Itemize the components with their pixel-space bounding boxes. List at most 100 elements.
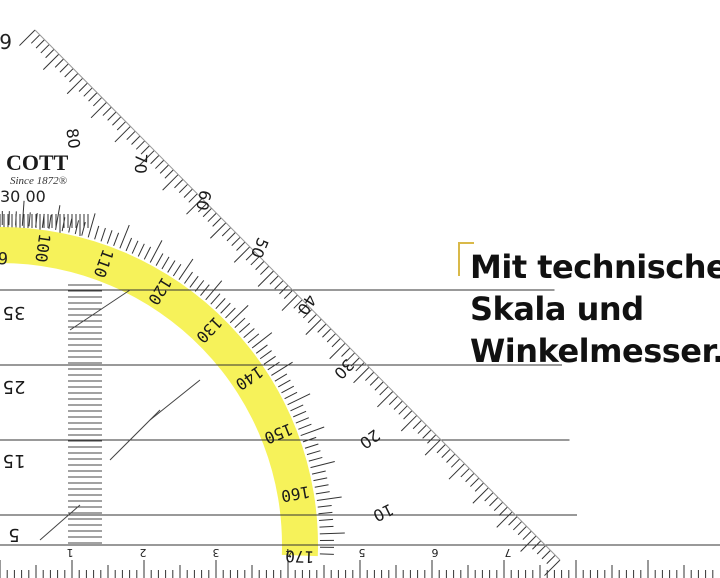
arc-tick [293,410,307,418]
arc-tick [131,240,139,254]
hypotenuse-tick [245,251,255,261]
caption-line-1: Mit technischer [470,248,720,286]
hypotenuse-tick [19,29,36,46]
arc-tick [295,417,309,424]
hypotenuse-tick [221,227,232,237]
arc-tick [263,355,276,365]
arc-tick [225,307,236,319]
arc-tick [125,237,133,252]
hypotenuse-tick [140,145,150,155]
arc-tick [184,271,193,284]
hypotenuse-tick [126,130,136,141]
hypotenuse-tick [66,77,84,95]
bottom-scale-label: 6 [432,546,439,559]
hypotenuse-tick [159,164,169,174]
arc-tick [310,461,335,469]
arc-tick [113,232,120,247]
arc-tick [267,361,280,371]
hypotenuse-tick [377,391,394,408]
hypotenuse-tick [54,58,64,68]
arc-tick [167,260,176,273]
top-corner-digit: 6 [0,29,12,53]
arc-tick [238,322,251,333]
hypotenuse-scale-lines [0,29,720,561]
arc-tick [313,477,328,482]
arc-tick [94,225,100,240]
hypotenuse-tick [188,193,198,203]
hypotenuse-tick [210,222,227,239]
hypotenuse-tick [522,530,532,540]
hypotenuse-tick [257,270,274,287]
arc-tick [315,491,330,495]
arc-tick [149,240,163,263]
hypotenuse-tick [40,44,50,54]
hypotenuse-tick [283,289,294,300]
hypotenuse-tick [298,304,308,314]
hypotenuse-tick [250,256,260,266]
caption-accent-bracket [458,242,474,276]
protractor-partial-label: 6 [0,247,8,267]
hypotenuse-tick [365,371,375,381]
arc-tick [161,256,170,270]
hatch-line [39,504,81,541]
hypotenuse-tick [114,126,131,143]
hypotenuse-tick [400,415,418,432]
tick-marks [0,29,714,578]
hypotenuse-tick [353,366,370,384]
hypotenuse-tick [355,362,365,372]
arc-tick [215,298,226,310]
outer-angle-label: 80 [62,127,84,150]
hypotenuse-tick [517,525,527,536]
outer-angle-label: 20 [356,425,384,452]
arc-tick [271,361,293,376]
hypotenuse-tick [474,482,484,492]
arc-tick [290,404,304,412]
protractor-label: 160 [280,482,312,506]
hypotenuse-tick [155,159,165,169]
hypotenuse-tick [78,82,88,92]
arc-tick [81,221,86,236]
arc-tick [284,391,298,400]
hypotenuse-tick [388,395,399,406]
hypotenuse-tick [281,294,298,311]
hypotenuse-tick [150,154,160,165]
bottom-scale-label: 5 [359,546,366,559]
hypotenuse-tick [212,217,222,227]
hypotenuse-tick [107,111,117,121]
hypotenuse-tick [417,424,427,434]
arc-tick [319,532,345,535]
outer-angle-label: 10 [370,500,397,526]
arc-tick [318,511,333,515]
hypotenuse-tick [436,444,446,454]
hypotenuse-tick [131,135,141,145]
hypotenuse-tick [233,246,251,263]
hypotenuse-tick [174,179,184,189]
hypotenuse-tick [226,232,236,242]
arc-tick [306,450,321,456]
hypotenuse-tick [307,313,317,324]
hypotenuse-tick [317,323,327,333]
hypotenuse-tick [64,68,74,78]
brand-tagline: Since 1872® [10,175,68,187]
hypotenuse-tick [541,550,551,560]
hypotenuse-tick [460,468,470,478]
hypotenuse-tick [546,554,556,565]
arc-tick [317,504,332,508]
side-scale-label: 35 [3,302,26,323]
arc-tick [247,333,260,344]
arc-tick [274,373,288,382]
hypotenuse-tick [42,53,60,70]
hypotenuse-tick [520,535,537,552]
hypotenuse-tick [255,260,265,271]
arc-tick [316,496,342,501]
hypotenuse-tick [45,48,55,59]
arc-tick [68,218,73,233]
hypotenuse-tick [345,352,356,362]
arc-tick [229,304,249,324]
hypotenuse-tick [274,280,284,290]
side-scale-label: 25 [3,376,26,397]
hypotenuse-tick [162,174,179,191]
